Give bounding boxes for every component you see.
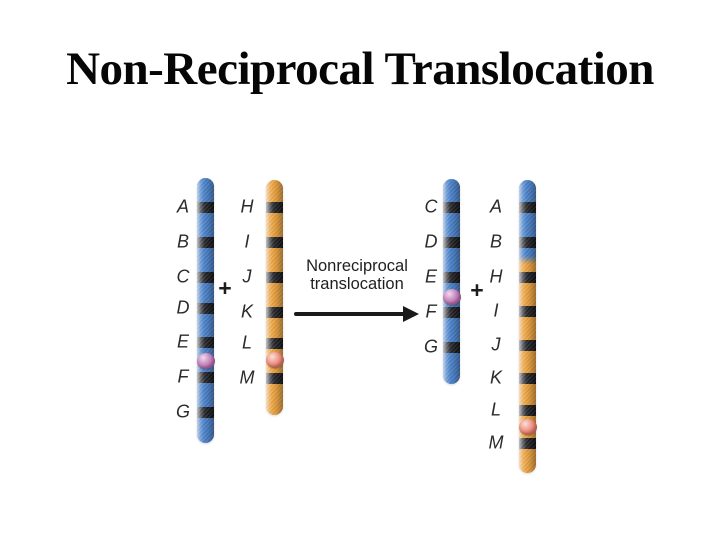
chromosome-band: [197, 201, 214, 213]
band-label-I: I: [493, 300, 499, 321]
band-label-B: B: [176, 231, 190, 252]
chromosome-segment-blue: [443, 179, 460, 384]
caption-line-2: translocation: [310, 275, 404, 293]
band-label-G: G: [423, 336, 439, 357]
chromosome-band: [197, 271, 214, 283]
chromosome-product-blue-shortened: [443, 179, 460, 384]
band-label-G: G: [175, 401, 191, 422]
caption-line-1: Nonreciprocal: [306, 257, 408, 275]
band-label-L: L: [241, 332, 253, 353]
band-label-K: K: [489, 367, 503, 388]
band-label-M: M: [239, 367, 255, 388]
band-label-E: E: [424, 266, 438, 287]
chromosome-band: [443, 306, 460, 318]
chromosome-segment-orange: [266, 180, 283, 415]
chromosome-parent-orange: [266, 180, 283, 415]
chromosome-product-translocated: [519, 180, 536, 473]
chromosome-band: [266, 337, 283, 349]
band-label-E: E: [176, 331, 190, 352]
chromosome-band: [197, 406, 214, 418]
centromere-salmon: [265, 352, 284, 368]
chromosome-band: [443, 236, 460, 248]
centromere-purple: [196, 353, 215, 369]
band-label-H: H: [240, 196, 254, 217]
chromosome-segment-blue: [519, 180, 536, 260]
plus-sign: +: [470, 276, 484, 303]
chromosome-band: [197, 302, 214, 314]
chromosome-band: [197, 236, 214, 248]
centromere-highlight: [442, 289, 461, 305]
chromosome-segment-blue: [197, 178, 214, 443]
band-label-D: D: [424, 231, 438, 252]
band-label-B: B: [489, 231, 503, 252]
chromosome-band: [519, 236, 536, 248]
chromosome-band: [519, 305, 536, 317]
slide-title: Non-Reciprocal Translocation: [66, 43, 654, 95]
centromere-highlight: [518, 419, 537, 435]
centromere-highlight: [265, 352, 284, 368]
chromosome-band: [519, 372, 536, 384]
chromosome-segment-orange: [519, 260, 536, 473]
chromosome-band: [266, 306, 283, 318]
plus-sign: +: [218, 274, 232, 301]
band-label-L: L: [490, 399, 502, 420]
centromere-highlight: [196, 353, 215, 369]
arrow-line: [294, 312, 406, 316]
band-label-A: A: [176, 196, 190, 217]
chromosome-band: [519, 339, 536, 351]
chromosome-band: [519, 271, 536, 283]
chromosome-band: [519, 437, 536, 449]
band-label-J: J: [242, 266, 252, 287]
band-label-M: M: [488, 432, 504, 453]
centromere-purple: [442, 289, 461, 305]
band-label-F: F: [425, 301, 437, 322]
arrow-caption: Nonreciprocal translocation: [278, 257, 436, 293]
chromosome-parent-blue: [197, 178, 214, 443]
chromosome-band: [266, 236, 283, 248]
band-label-I: I: [244, 231, 250, 252]
band-label-C: C: [176, 266, 190, 287]
band-label-A: A: [489, 196, 503, 217]
chromosome-band: [266, 201, 283, 213]
chromosome-band: [519, 201, 536, 213]
band-label-F: F: [177, 366, 189, 387]
chromosome-band: [443, 201, 460, 213]
band-label-K: K: [240, 301, 254, 322]
band-label-C: C: [424, 196, 438, 217]
chromosome-band: [519, 404, 536, 416]
band-label-D: D: [176, 297, 190, 318]
chromosome-band: [197, 336, 214, 348]
segment-junction: [519, 256, 536, 264]
chromosome-band: [197, 371, 214, 383]
band-label-J: J: [491, 334, 501, 355]
chromosome-band: [443, 271, 460, 283]
chromosome-band: [266, 372, 283, 384]
centromere-salmon: [518, 419, 537, 435]
chromosome-band: [443, 341, 460, 353]
arrow-head-icon: [403, 306, 419, 322]
band-label-H: H: [489, 266, 503, 287]
